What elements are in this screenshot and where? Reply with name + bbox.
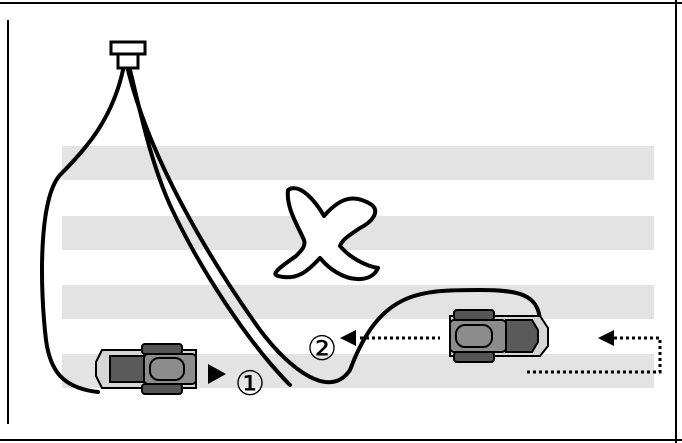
- arrow-icon: [208, 330, 614, 384]
- robot-mower-icon: [95, 343, 197, 395]
- power-plug-icon: [109, 40, 147, 70]
- step-two-marker: ②: [307, 329, 337, 369]
- lawn-stripe: [62, 285, 654, 319]
- dotted-path: [360, 336, 662, 374]
- step-one-marker: ①: [235, 364, 265, 404]
- cross-mark-icon: [273, 186, 380, 281]
- robot-mower-icon: [449, 309, 549, 363]
- arrow-left-icon: [598, 330, 614, 346]
- cable: [40, 68, 542, 394]
- cable-left-loop: [40, 68, 125, 394]
- arrow-left-icon: [340, 330, 356, 346]
- arrow-right-icon: [208, 364, 226, 384]
- cable-to-robot: [126, 68, 542, 385]
